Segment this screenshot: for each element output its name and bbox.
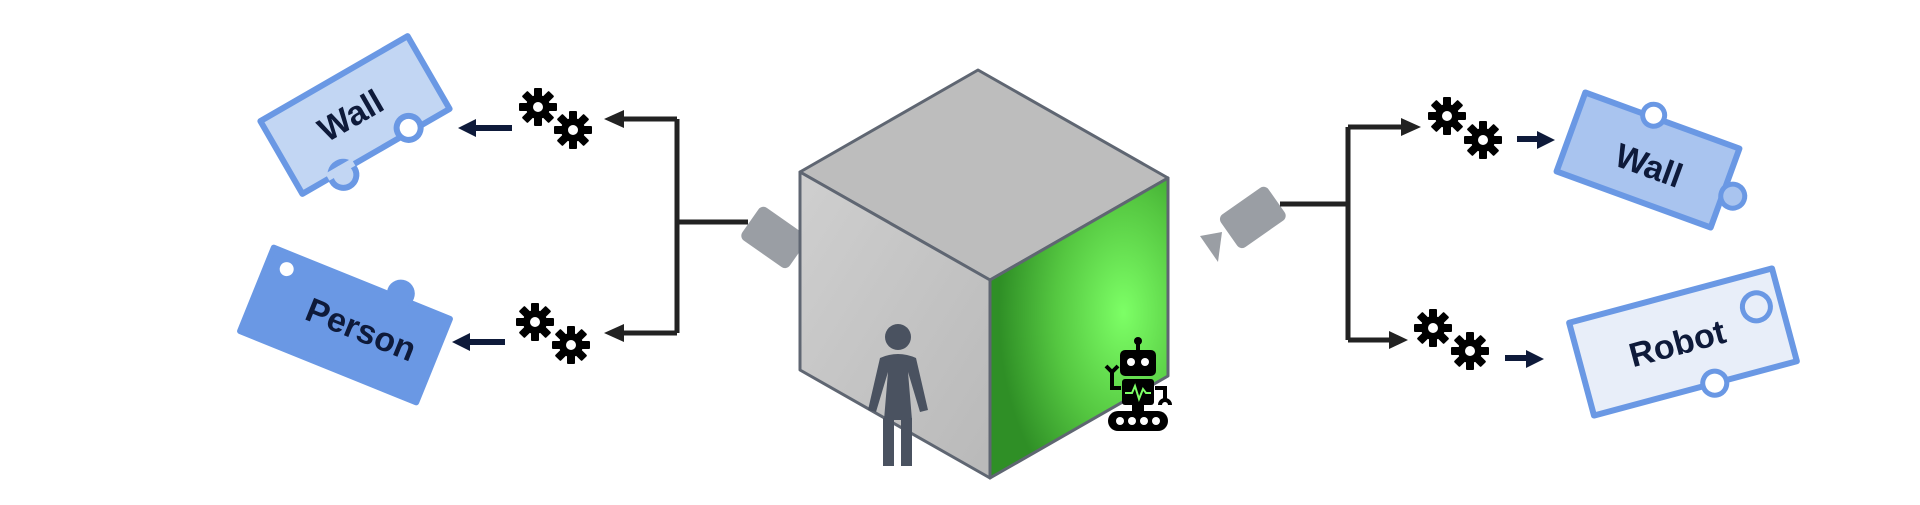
gears-icon (516, 303, 590, 364)
puzzle-piece-icon (1553, 89, 1748, 231)
branch-connector-right (1280, 124, 1405, 343)
puzzle-piece-icon (257, 33, 453, 197)
branch-connector-left (620, 116, 748, 336)
cube (798, 68, 1170, 480)
piece-wall-left-shape (257, 33, 453, 197)
output-arrow-top-right (1517, 131, 1555, 149)
output-arrow-top-left (458, 119, 512, 137)
puzzle-piece-icon (1566, 265, 1800, 419)
gears-icon (1428, 97, 1502, 159)
camera-icon (1219, 186, 1286, 249)
output-arrow-bottom-right (1505, 350, 1544, 368)
puzzle-piece-icon (237, 244, 453, 406)
output-arrow-bottom-left (452, 333, 505, 351)
gears-icon (519, 88, 592, 149)
gears-icon (1414, 309, 1489, 370)
camera-lens-right (1200, 232, 1222, 262)
camera-icon (741, 206, 808, 269)
person-icon (868, 324, 928, 466)
robot-icon (1104, 337, 1172, 431)
cube-right-face-green (988, 176, 1170, 480)
